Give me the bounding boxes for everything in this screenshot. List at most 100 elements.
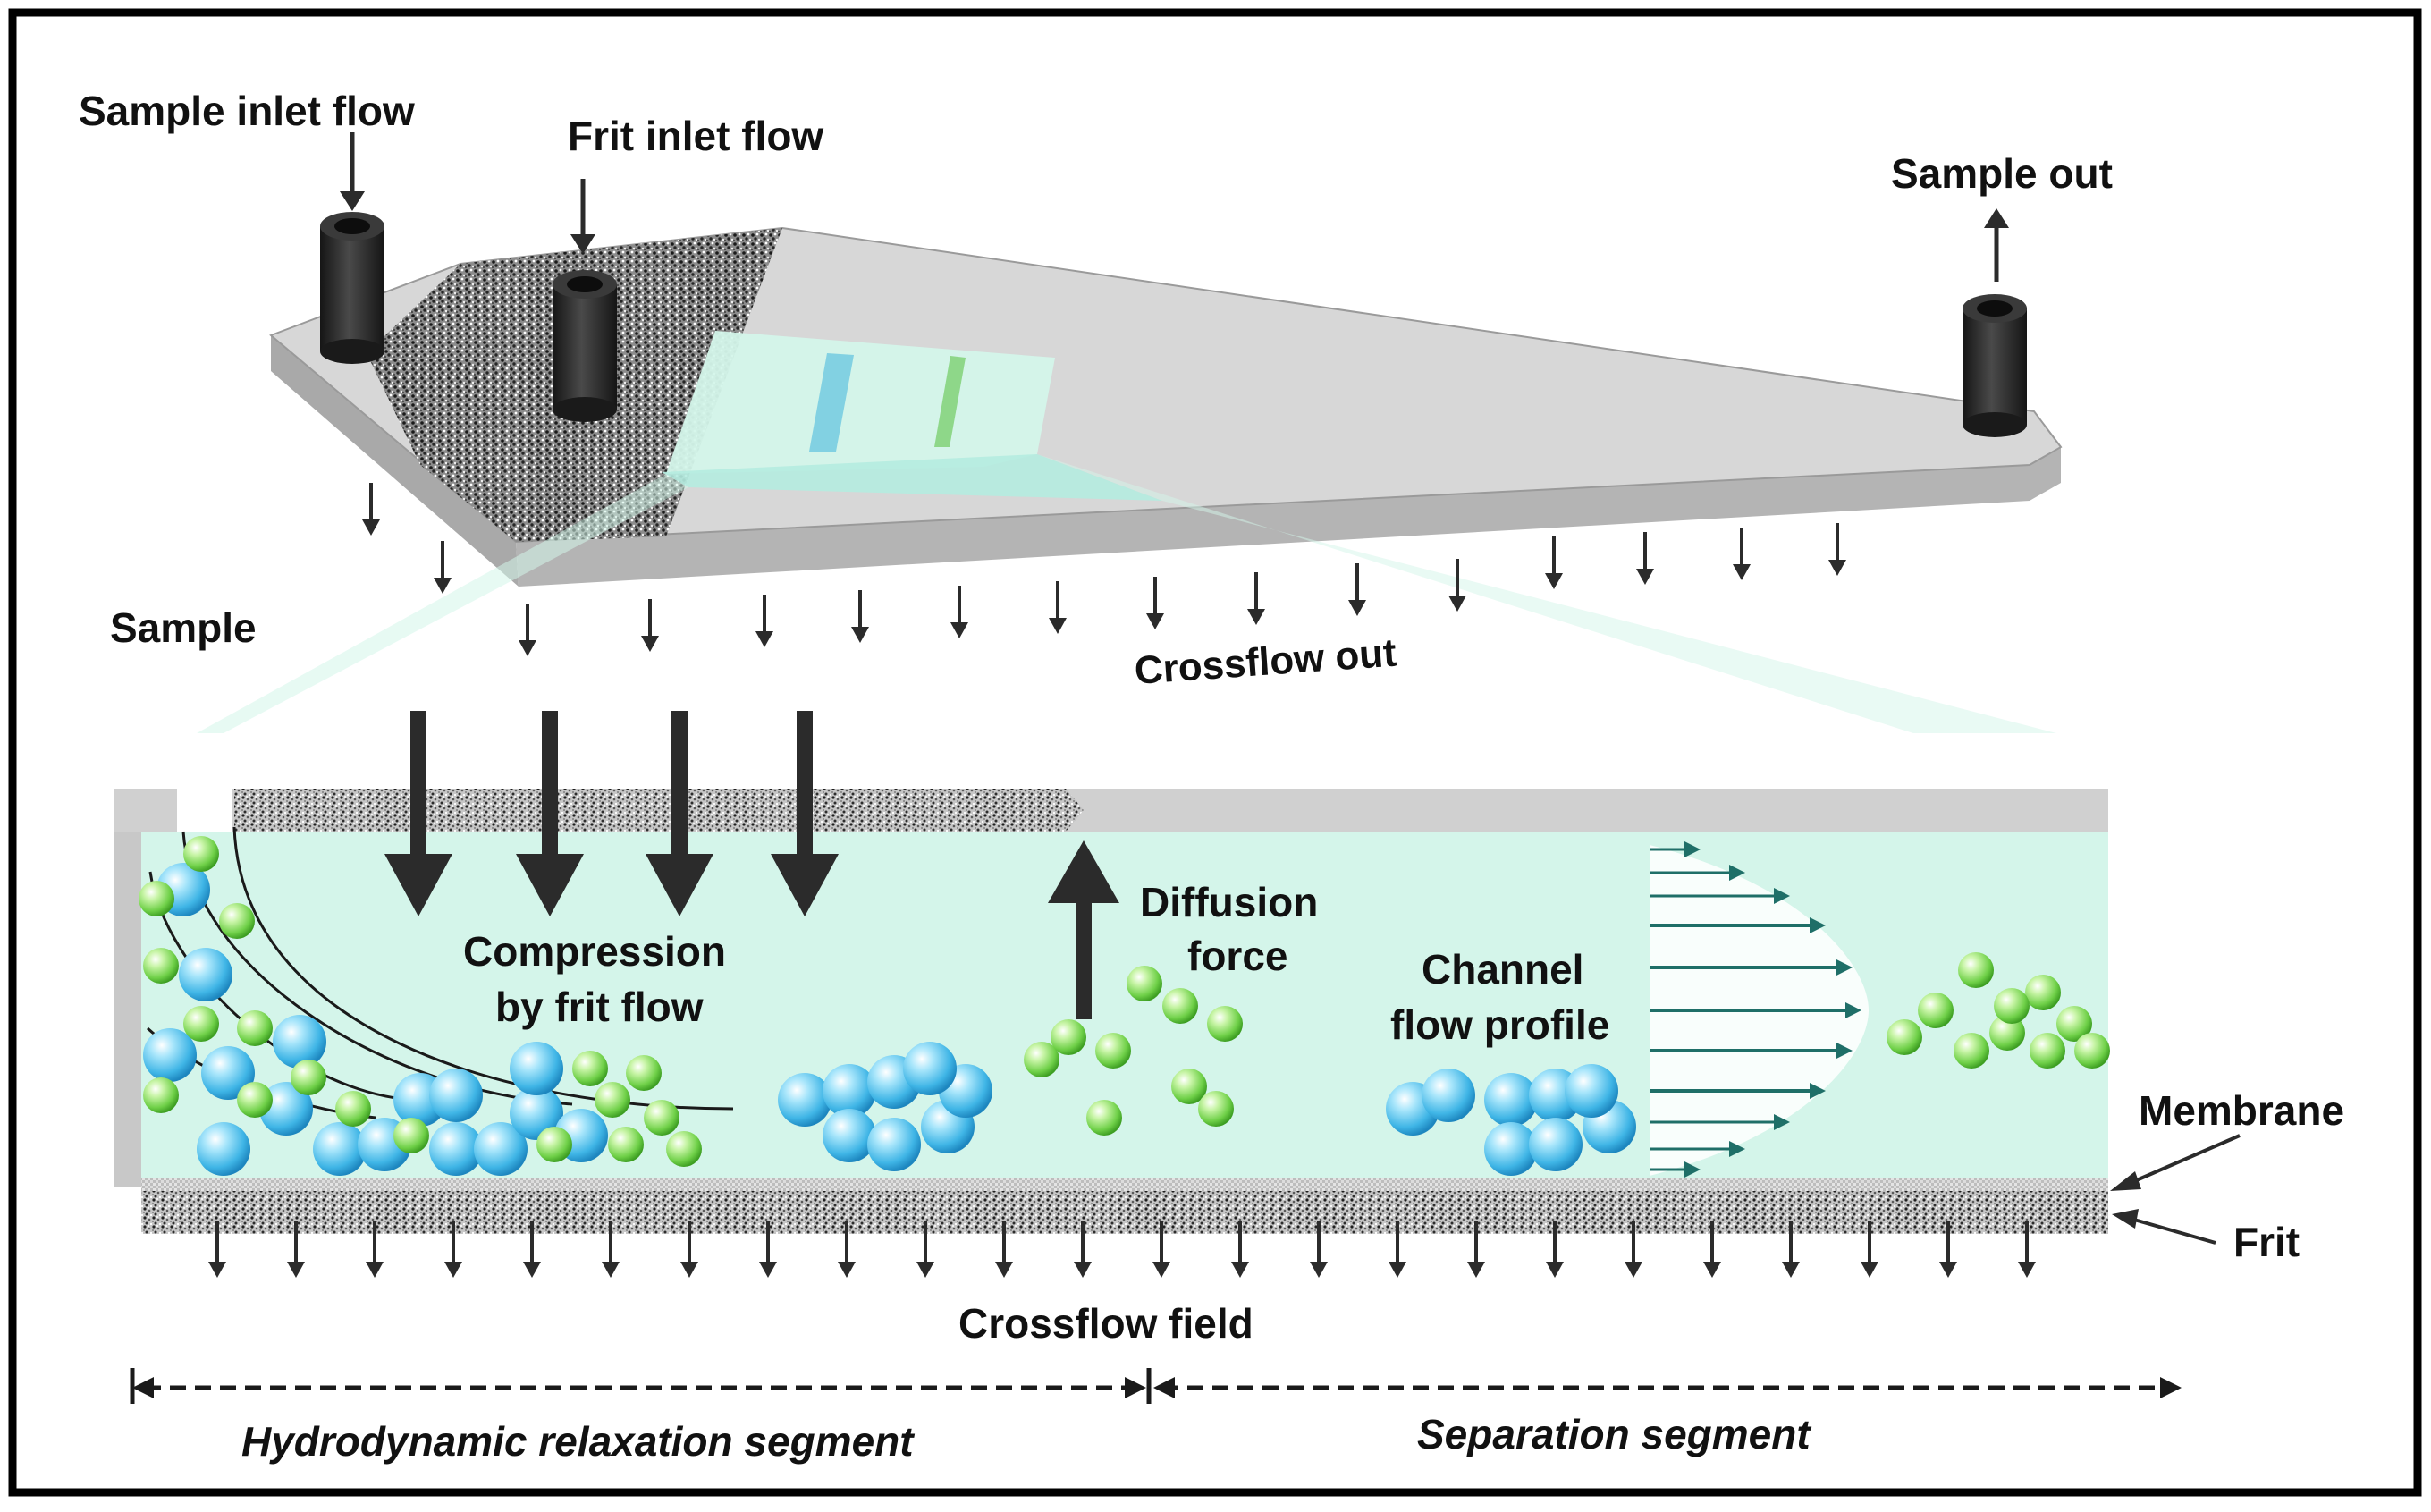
flow-profile-arrow [1650, 917, 1826, 933]
label-membrane: Membrane [2139, 1087, 2344, 1134]
crossflow-field-arrow [1231, 1221, 1249, 1278]
small-particle [2056, 1006, 2092, 1042]
small-particle [291, 1060, 326, 1095]
large-particle [510, 1042, 563, 1095]
crossflow-out-arrow [1636, 532, 1654, 585]
label-sample: Sample [110, 604, 257, 651]
large-particle [1422, 1069, 1475, 1122]
membrane-layer [141, 1178, 2108, 1191]
small-particle [183, 1006, 219, 1042]
small-particle [2025, 975, 2061, 1010]
label-diffusion-line1: Diffusion [1140, 879, 1318, 925]
large-particle [313, 1122, 367, 1176]
label-channel-line2: flow profile [1390, 1001, 1609, 1048]
flow-profile-arrow [1650, 865, 1745, 881]
sample-outlet-port [1963, 294, 2027, 437]
sample-inlet-port [320, 212, 384, 364]
small-particle [2030, 1033, 2065, 1069]
crossflow-out-arrow [641, 599, 659, 652]
small-particle [237, 1082, 273, 1118]
large-particle [778, 1073, 831, 1127]
small-particle [1024, 1042, 1059, 1077]
plate-channel-strip [662, 454, 1162, 501]
plate-band-green [934, 356, 966, 447]
flow-profile-arrow [1650, 1083, 1826, 1099]
small-particle [143, 948, 179, 984]
label-separation-segment: Separation segment [1417, 1411, 1811, 1457]
crossflow-field-arrow [759, 1221, 777, 1278]
small-particle [139, 881, 174, 916]
large-particle [903, 1042, 957, 1095]
flow-profile-arrow [1650, 1002, 1861, 1018]
crossflow-out-arrow [1828, 523, 1846, 576]
label-frit: Frit [2233, 1219, 2300, 1265]
plate-side [271, 335, 519, 587]
small-particle [1198, 1091, 1234, 1127]
small-particle [1171, 1069, 1207, 1104]
label-sample-out: Sample out [1891, 150, 2113, 197]
crossflow-field-arrow [995, 1221, 1013, 1278]
large-particle [1484, 1122, 1538, 1176]
flow-profile-arrow [1650, 959, 1853, 976]
crossflow-field-arrow [1152, 1221, 1170, 1278]
small-particle [1086, 1100, 1122, 1136]
compression-arrow [646, 711, 713, 916]
label-compression-line1: Compression [463, 928, 726, 975]
large-particle [474, 1122, 528, 1176]
crossflow-out-arrow [1049, 581, 1067, 634]
crossflow-field-arrow [1703, 1221, 1721, 1278]
large-particle [429, 1069, 483, 1122]
channel-flow-profile [1650, 841, 1869, 1178]
frit-inlet-port [553, 270, 617, 422]
crossflow-out-arrow [755, 595, 773, 647]
crossflow-out-arrow [362, 483, 380, 536]
crossflow-out-arrow [1448, 559, 1466, 612]
small-particle [626, 1055, 662, 1091]
label-diffusion-line2: force [1187, 933, 1287, 979]
small-particle [644, 1100, 679, 1136]
zoom-projection-left [197, 474, 688, 733]
small-particle [1954, 1033, 1989, 1069]
small-particle [608, 1127, 644, 1162]
large-particle [201, 1046, 255, 1100]
crossflow-field-arrow [2018, 1221, 2036, 1278]
crossflow-field-arrow [208, 1221, 226, 1278]
large-particle [823, 1109, 876, 1162]
particle-layer [139, 836, 2110, 1176]
small-particle [1051, 1019, 1086, 1055]
large-particle [429, 1122, 483, 1176]
small-particle [2074, 1033, 2110, 1069]
compression-arrow [771, 711, 839, 916]
small-particle [1887, 1019, 1922, 1055]
flow-profile-arrow [1650, 888, 1790, 904]
crossflow-out-arrow [1146, 577, 1164, 629]
small-particle [1207, 1006, 1243, 1042]
compression-arrows [384, 711, 839, 916]
crossflow-out-arrow [434, 541, 452, 594]
small-particle [1127, 966, 1162, 1001]
sample-inlet-gap [177, 789, 232, 832]
large-particle [1529, 1118, 1583, 1171]
plate-front-side [516, 447, 2061, 587]
crossflow-out-arrow [1348, 563, 1366, 616]
large-particle [143, 1028, 197, 1082]
frit-pointer [2127, 1216, 2216, 1245]
small-particle [595, 1082, 630, 1118]
plate-band-blue [809, 353, 854, 452]
crossflow-out-arrow [950, 586, 968, 638]
large-particle [197, 1122, 250, 1176]
flow-profile-arrow [1650, 1141, 1745, 1157]
flow-profile-arrow [1650, 1043, 1853, 1059]
small-particle [183, 836, 219, 872]
crossflow-field-arrow [1861, 1221, 1878, 1278]
crossflow-out-arrow [1247, 572, 1265, 625]
small-particle [1918, 993, 1954, 1028]
crossflow-field-arrow [523, 1221, 541, 1278]
small-particle [572, 1051, 608, 1086]
crossflow-field-arrow [1310, 1221, 1328, 1278]
crossflow-field-arrow [838, 1221, 856, 1278]
crossflow-field-arrow [1782, 1221, 1800, 1278]
crossflow-field-arrow [444, 1221, 462, 1278]
crossflow-out-arrows [362, 483, 1846, 656]
